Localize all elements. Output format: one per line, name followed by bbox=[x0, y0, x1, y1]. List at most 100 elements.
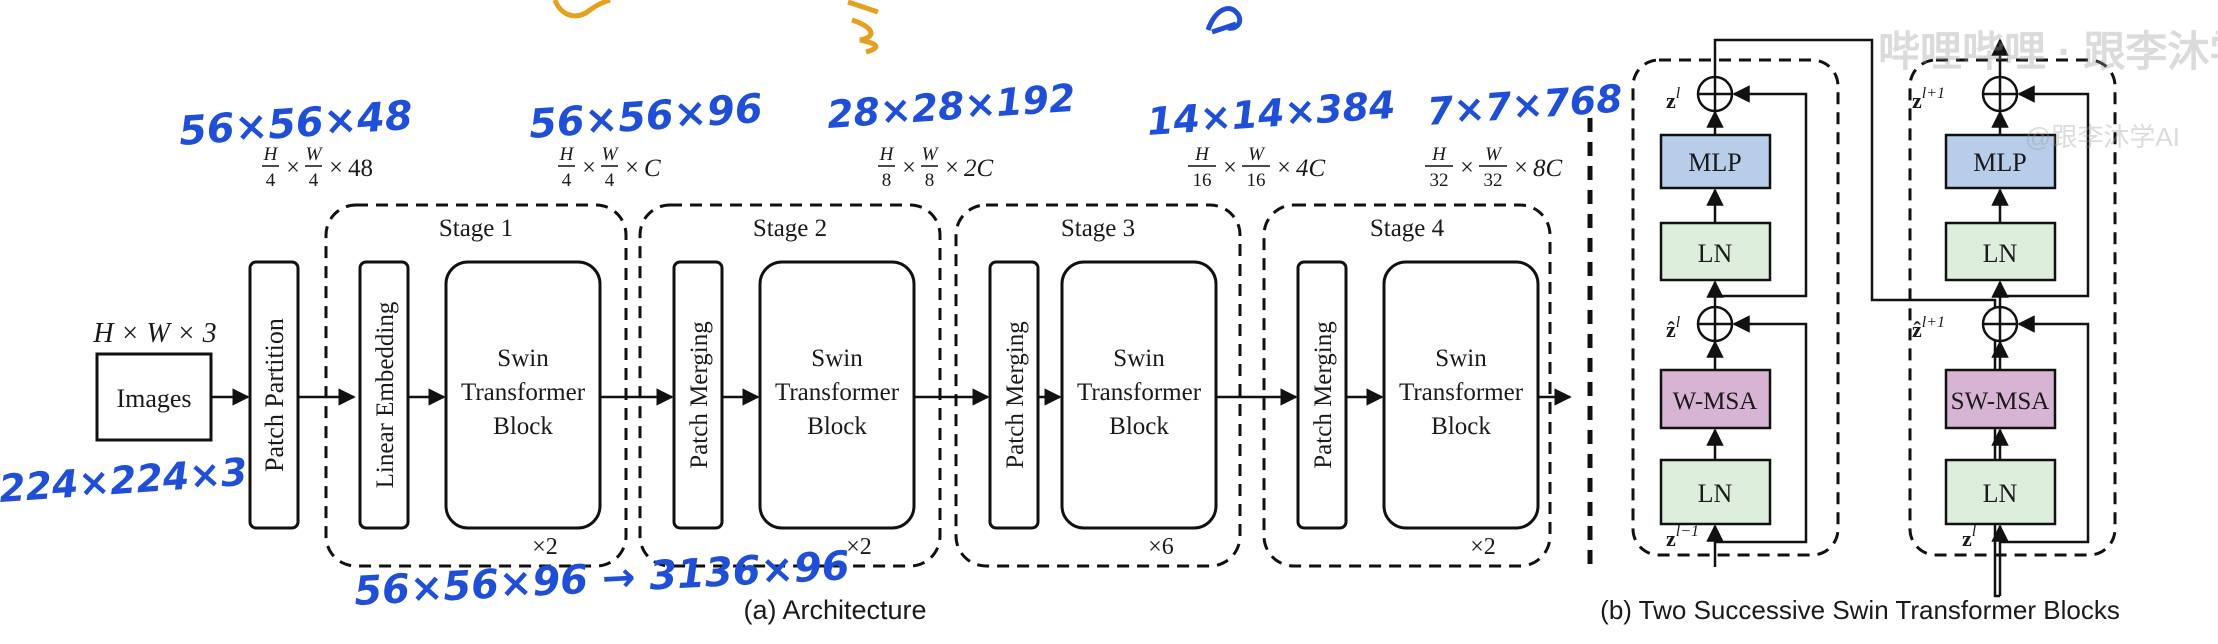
stage-2-outline bbox=[638, 203, 942, 568]
dim-frac-den: 4 bbox=[309, 170, 319, 191]
block-left: LN W-MSA LN MLP zl ẑl zl−1 bbox=[1631, 38, 2000, 598]
blocks-caption: (b) Two Successive Swin Transformer Bloc… bbox=[1600, 595, 2120, 625]
block-left-wmsa-label: W-MSA bbox=[1673, 388, 1758, 415]
block-right-mlp-label: MLP bbox=[1973, 148, 2026, 177]
orange-scribble-1 bbox=[552, 0, 611, 19]
block-left-ln-bottom-label: LN bbox=[1698, 479, 1733, 508]
dim-frac-num: W bbox=[1248, 144, 1266, 165]
block-right-residual-2 bbox=[2000, 85, 2090, 298]
dim-times: × bbox=[625, 155, 639, 181]
stage-4-swin-block-line-2: Transformer bbox=[1399, 379, 1524, 406]
hand-note-6: 224×224×3 bbox=[0, 450, 249, 511]
dim-frac-num: H bbox=[879, 144, 895, 165]
stage-3-first-block-label: Patch Merging bbox=[1002, 321, 1029, 469]
dim-times: × bbox=[945, 155, 959, 181]
stage-1-swin-block-line-3: Block bbox=[493, 413, 553, 440]
stage-3-repeat: ×6 bbox=[1148, 534, 1174, 560]
dim-frac-den: 16 bbox=[1193, 170, 1212, 191]
block-left-ln-bottom bbox=[1659, 458, 1772, 526]
hand-note-1: 56×56×48 bbox=[177, 93, 414, 155]
block-left-mlp-label: MLP bbox=[1688, 148, 1741, 177]
dim-frac-den: 8 bbox=[925, 170, 935, 191]
block-left-out-var: zl bbox=[1666, 85, 1681, 113]
dim-frac-den: 4 bbox=[605, 170, 615, 191]
stage-3-outline bbox=[954, 203, 1242, 568]
dim-label-5: H32×W32×8C bbox=[1425, 144, 1563, 191]
dim-label-3: H8×W8×2C bbox=[878, 144, 994, 191]
dim-mult: 2C bbox=[964, 155, 994, 182]
blue-scribble bbox=[1205, 6, 1243, 35]
dim-frac-den: 32 bbox=[1484, 170, 1503, 191]
stage-4-first-block bbox=[1296, 260, 1348, 530]
stage-3-swin-block-line-1: Swin bbox=[1113, 345, 1165, 372]
hand-note-5: 7×7×768 bbox=[1426, 76, 1624, 134]
dim-times: × bbox=[329, 155, 343, 181]
block-left-mid-var: ẑl bbox=[1666, 314, 1681, 342]
dim-label-2: H4×W4×C bbox=[558, 144, 661, 191]
dim-times: × bbox=[1223, 155, 1237, 181]
blocks-panel: LN W-MSA LN MLP zl ẑl zl−1 bbox=[1600, 38, 2120, 625]
dim-frac-num: W bbox=[602, 144, 620, 165]
dimension-labels: H4×W4×48H4×W4×CH8×W8×2CH16×W16×4CH32×W32… bbox=[262, 144, 1563, 191]
dim-frac-num: H bbox=[263, 144, 279, 165]
hand-note-3: 28×28×192 bbox=[826, 76, 1077, 137]
dim-times: × bbox=[582, 155, 596, 181]
dim-frac-den: 4 bbox=[266, 170, 276, 191]
dim-label-4: H16×W16×4C bbox=[1188, 144, 1326, 191]
stage-2-swin-block bbox=[758, 260, 916, 530]
stage-3-swin-block-line-3: Block bbox=[1109, 413, 1169, 440]
block-right-mid-var: ẑl+1 bbox=[1912, 314, 1945, 342]
dim-mult: 48 bbox=[348, 155, 373, 182]
stage-1-swin-block-line-2: Transformer bbox=[461, 379, 586, 406]
stage-4-swin-block-line-1: Swin bbox=[1435, 345, 1487, 372]
stage-1-repeat: ×2 bbox=[532, 534, 558, 560]
dim-label-1: H4×W4×48 bbox=[262, 144, 373, 191]
stage-4-swin-block-line-3: Block bbox=[1431, 413, 1491, 440]
dim-frac-num: W bbox=[1485, 144, 1503, 165]
block-right-ln-top-label: LN bbox=[1983, 239, 2018, 268]
stage-1-outline bbox=[324, 203, 628, 568]
block-left-ln-top-label: LN bbox=[1698, 239, 1733, 268]
dim-times: × bbox=[1514, 155, 1528, 181]
stage-2-title: Stage 2 bbox=[753, 215, 827, 242]
images-box bbox=[95, 352, 213, 442]
patch-partition-box bbox=[248, 260, 300, 530]
dim-frac-num: H bbox=[1431, 144, 1447, 165]
stage-1-swin-block bbox=[444, 260, 602, 530]
block-left-residual-1 bbox=[1715, 315, 1808, 544]
stage-4-title: Stage 4 bbox=[1370, 215, 1445, 242]
stage-4-swin-block bbox=[1382, 260, 1540, 530]
dim-mult: 4C bbox=[1296, 155, 1326, 182]
stage-4-repeat: ×2 bbox=[1470, 534, 1496, 560]
block-right-ln-bottom bbox=[1944, 458, 2057, 526]
dim-times: × bbox=[286, 155, 300, 181]
hand-note-4: 14×14×384 bbox=[1146, 83, 1397, 144]
block-right-mlp bbox=[1944, 133, 2057, 190]
dim-times: × bbox=[1460, 155, 1474, 181]
stage-2-first-block-label: Patch Merging bbox=[686, 321, 713, 469]
input-size-label: H × W × 3 bbox=[92, 318, 216, 349]
stage-2-repeat: ×2 bbox=[846, 534, 872, 560]
stage-3-first-block bbox=[988, 260, 1040, 530]
dim-frac-den: 8 bbox=[882, 170, 892, 191]
watermark-subtext: @跟李沐学AI bbox=[2025, 122, 2180, 152]
orange-scribble-2 bbox=[847, 0, 879, 55]
block-right-swmsa-label: SW-MSA bbox=[1951, 388, 2050, 415]
dim-frac-num: H bbox=[1194, 144, 1210, 165]
dim-mult: C bbox=[644, 155, 661, 182]
block-right-ln-bottom-label: LN bbox=[1983, 479, 2018, 508]
dim-frac-den: 32 bbox=[1430, 170, 1449, 191]
stage-1-first-block-label: Linear Embedding bbox=[372, 301, 399, 488]
block-right-residual-1 bbox=[2000, 315, 2090, 544]
watermark-text: 哔哩哔哩 · 跟李沐学AI bbox=[1878, 28, 2218, 75]
dim-frac-den: 4 bbox=[562, 170, 572, 191]
block-left-in-var: zl−1 bbox=[1666, 523, 1699, 551]
dim-times: × bbox=[902, 155, 916, 181]
